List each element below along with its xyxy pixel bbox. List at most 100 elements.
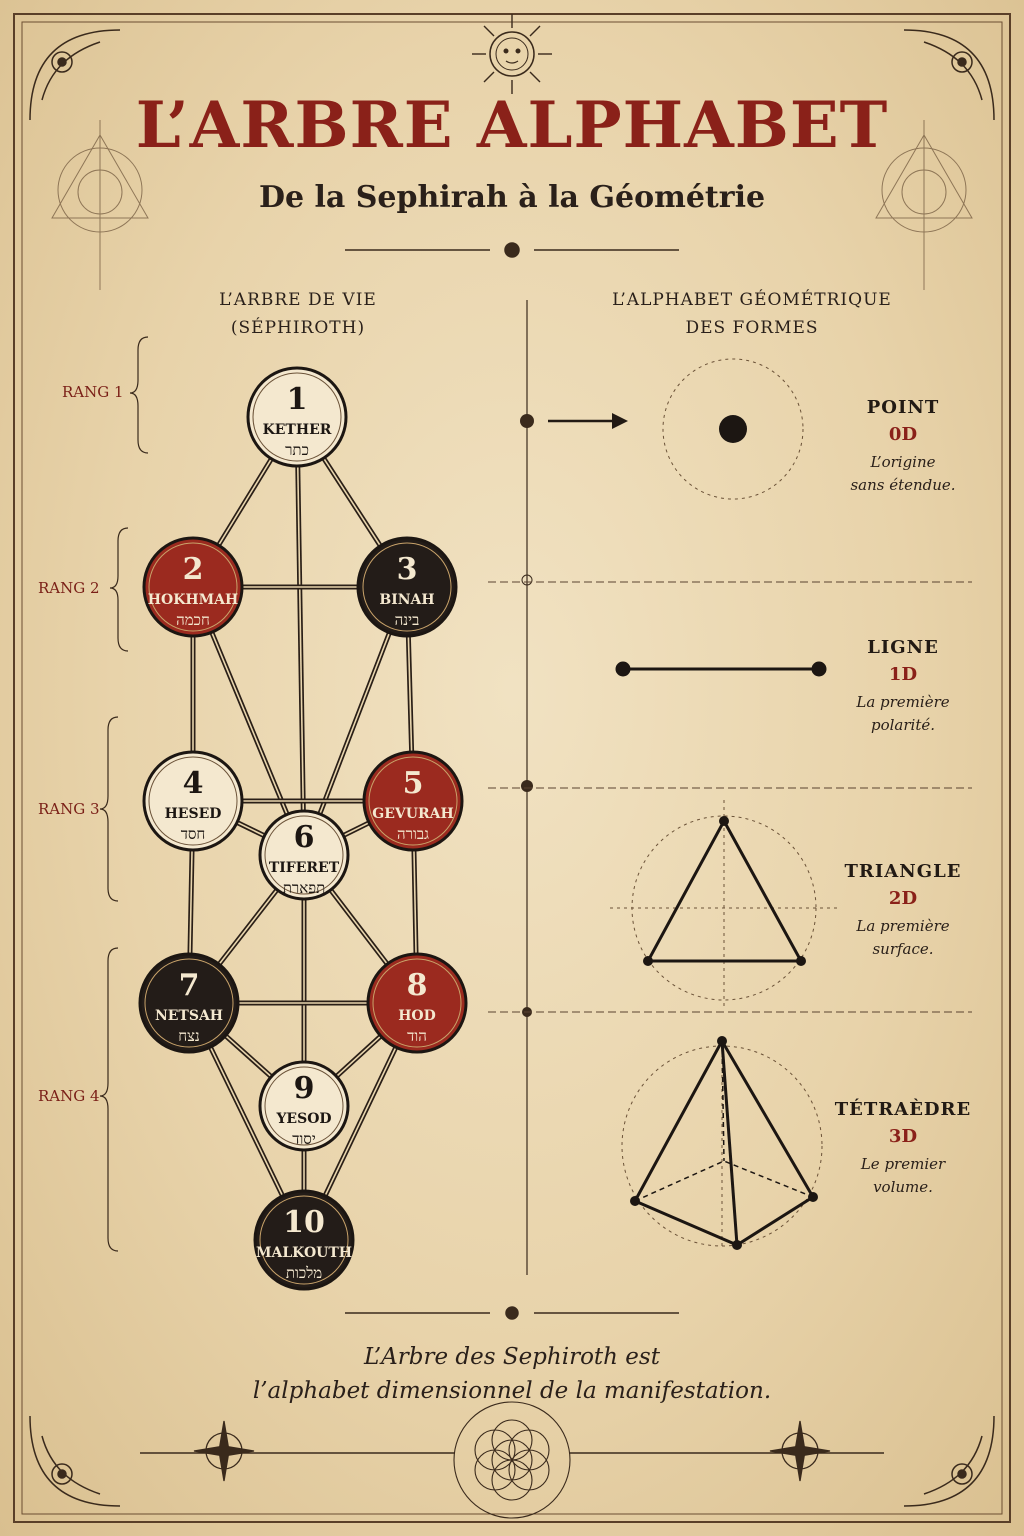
sephirah-number: 5 [403,766,424,801]
poster-title: L’ARBRE ALPHABET [135,88,889,163]
shape-tetrahedron-name: TÉTRAÈDRE [834,1099,972,1120]
shapes-heading-line1: L’ALPHABET GÉOMÉTRIQUE [612,290,892,310]
sephirah-circle [356,536,458,638]
sephirah-hebrew: נצח [178,1027,200,1045]
shape-tetrahedron-text: TÉTRAÈDRE 3D Le premier volume. [835,1099,971,1199]
sephirah-hebrew: מלכות [286,1264,322,1282]
shape-tetrahedron-desc-1: Le premier [860,1155,946,1173]
conclusion-line1: L’Arbre des Sephiroth est [364,1344,660,1370]
sephirah-circle [142,536,244,638]
shape-point-dimension: 0D [888,424,918,445]
sephirah-circle [253,1189,355,1291]
shape-point-text: POINT 0D L’origine sans étendue. [850,397,955,497]
sephirah-number: 1 [287,382,308,417]
shape-tetrahedron-desc-2: volume. [873,1178,933,1196]
sephirah-name: TIFERET [269,860,340,876]
sephirah-name: HOKHMAH [148,592,238,608]
tree-heading-line2: (SÉPHIROTH) [230,318,366,338]
sephirah-number: 2 [183,552,204,587]
sephirah-hebrew: יסוד [292,1130,316,1148]
axis-node-icon [521,574,533,586]
shape-line-name: LIGNE [867,637,939,658]
sephirah-name: HESED [165,806,222,822]
shapes-column-heading: L’ALPHABET GÉOMÉTRIQUE DES FORMES [612,286,892,342]
sephirah-inner-ring [264,815,344,895]
sephirah-number: 9 [294,1071,315,1106]
sephirah-circle [258,809,350,901]
arrow-icon [548,413,628,429]
sephirah-hebrew: הוד [407,1027,427,1045]
sephirah-name: KETHER [263,422,332,438]
sephirah-number: 7 [179,968,200,1003]
sephirah-inner-ring [372,958,462,1048]
shape-triangle-name: TRIANGLE [844,861,962,882]
poster-subtitle: De la Sephirah à la Géométrie [258,180,766,215]
sephirah-inner-ring [252,372,342,462]
rank-label-3: RANG 3 [38,800,100,818]
footer-divider [140,1306,884,1454]
rank-label-2: RANG 2 [38,579,100,597]
title-divider [345,242,679,258]
sephirah-hebrew: תפארת [283,879,326,897]
shapes-heading-line2: DES FORMES [685,318,819,338]
sun-emblem-icon [472,14,552,94]
rank-label-4: RANG 4 [38,1087,100,1105]
sephirah-inner-ring [144,958,234,1048]
shape-line-desc-1: La première [856,693,950,711]
sephirah-number: 6 [294,820,315,855]
shape-triangle-text: TRIANGLE 2D La première surface. [845,861,962,961]
sephirah-name: BINAH [379,592,434,608]
section-separators [488,581,972,1013]
sephirah-number: 10 [283,1205,325,1240]
corner-ornament-icon [29,29,995,1507]
tetrahedron-icon [621,1036,823,1250]
sephirah-hebrew: גבורה [397,825,429,843]
sephirah-hebrew: חכמה [176,611,210,629]
sephirah-circle [138,952,240,1054]
conclusion-line2: l’alphabet dimensionnel de la manifestat… [252,1378,772,1404]
conclusion-text: L’Arbre des Sephiroth est l’alphabet dim… [253,1340,771,1408]
sephirah-circle [366,952,468,1054]
sephirah-circle [246,366,348,468]
side-triangle-sketch-icon [51,120,973,290]
shape-point-name: POINT [866,397,940,418]
flower-of-life-icon [453,1401,571,1519]
sephirah-name: GEVURAH [372,806,453,822]
sephirah-number: 4 [183,766,204,801]
sephirah-inner-ring [368,756,458,846]
sephirah-inner-ring [148,756,238,846]
line-icon [615,661,827,677]
sephirah-name: YESOD [275,1111,331,1127]
shape-tetrahedron-dimension: 3D [888,1126,918,1147]
sephirah-number: 3 [397,552,418,587]
shape-point-desc-1: L’origine [870,453,936,471]
sephirah-inner-ring [362,542,452,632]
rank-label-1: RANG 1 [62,383,124,401]
sephirah-hebrew: בינה [395,611,420,629]
sephirah-hebrew: חסד [181,825,206,843]
rank-brackets [99,336,149,1252]
sephirah-circle [142,750,244,852]
tree-heading-line1: L’ARBRE DE VIE [219,290,377,310]
compass-rose-icon [193,1420,831,1482]
tree-path [296,416,305,856]
shape-line-desc-2: polarité. [870,716,935,734]
shape-triangle-desc-2: surface. [872,940,934,958]
sephirah-inner-ring [148,542,238,632]
shape-line-dimension: 1D [888,664,918,685]
sephirah-name: HOD [398,1008,436,1024]
sephirah-name: MALKOUTH [256,1245,352,1261]
sephirah-name: NETSAH [155,1008,223,1024]
shape-triangle-dimension: 2D [888,888,918,909]
